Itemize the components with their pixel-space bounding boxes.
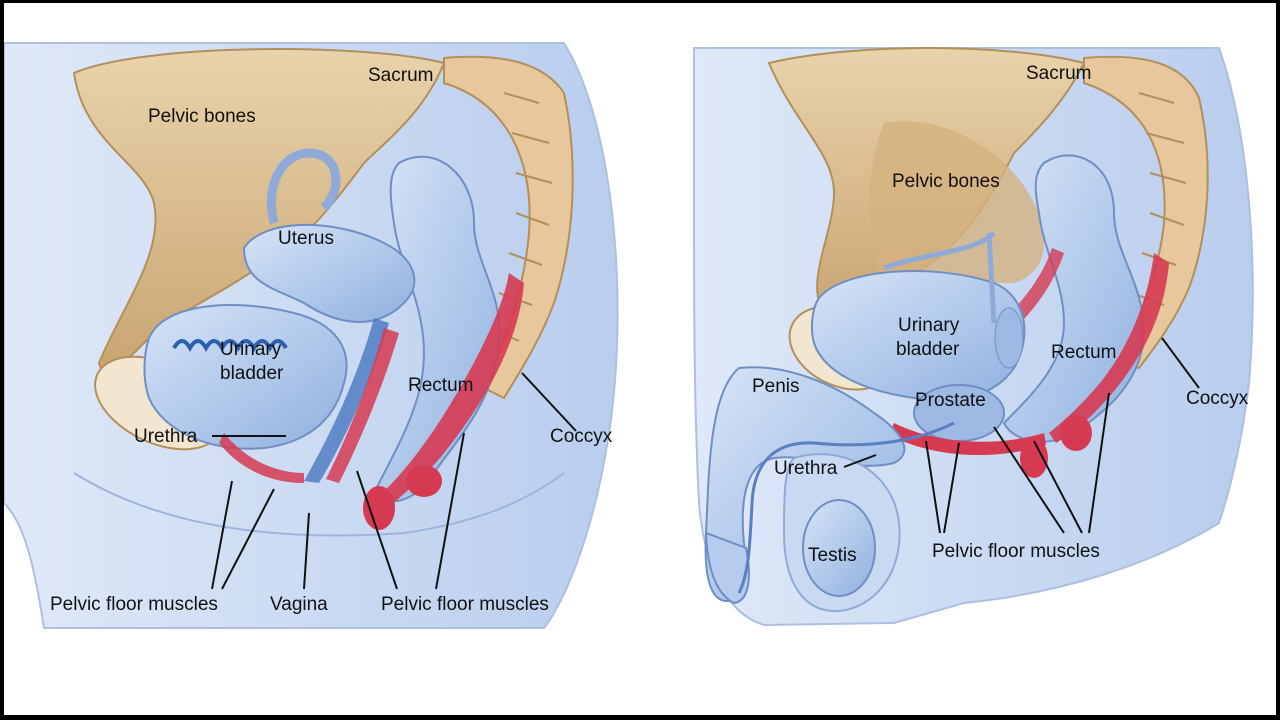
female-urethra-muscle [219, 433, 304, 483]
female-skin-fold [73, 472, 565, 537]
male-muscle-blob-2 [1060, 415, 1092, 451]
female-muscle-strip-front [326, 328, 399, 483]
male-pelvic-bone-lower [869, 121, 1045, 283]
label-female-vagina: Vagina [270, 594, 328, 615]
female-pelvis-illustration [4, 42, 619, 629]
label-female-urethra: Urethra [134, 426, 198, 447]
female-uterus-shape [242, 223, 416, 323]
label-male-rectum: Rectum [1051, 342, 1116, 363]
female-sacrum-shape [443, 55, 574, 400]
male-sacrum-shape [1083, 55, 1209, 370]
label-female-urinary: Urinary [220, 339, 282, 360]
label-male-pelvic-floor-muscles: Pelvic floor muscles [932, 541, 1100, 562]
male-labels: Sacrum Pelvic bones Urinary bladder Rect… [752, 63, 1249, 566]
female-bladder-folds [172, 339, 288, 353]
male-pelvis-illustration [693, 47, 1254, 627]
male-glans-shape [704, 531, 750, 605]
label-male-pelvic-bones: Pelvic bones [892, 171, 1000, 192]
label-female-pelvic-floor-muscles-right: Pelvic floor muscles [381, 594, 549, 615]
male-vas-deferens [883, 231, 997, 324]
label-female-rectum: Rectum [408, 375, 473, 396]
male-bladder-shape [810, 270, 1026, 401]
male-rectum-shape [1002, 154, 1146, 443]
pelvic-anatomy-diagram: Pelvic bones Sacrum Uterus Urinary bladd… [4, 42, 1254, 629]
male-seminal-vesicle [994, 307, 1024, 369]
label-female-pelvic-floor-muscles-left: Pelvic floor muscles [50, 594, 218, 615]
label-female-sacrum: Sacrum [368, 65, 433, 86]
label-male-bladder: bladder [896, 339, 960, 360]
female-muscle-strip-rectum [384, 273, 524, 503]
label-female-bladder: bladder [220, 363, 284, 384]
male-muscle-strip-rectum [1049, 253, 1169, 443]
label-female-pelvic-bones: Pelvic bones [148, 106, 256, 127]
label-female-coccyx: Coccyx [550, 426, 613, 447]
female-vagina-canal [304, 318, 389, 483]
male-testis-shape [802, 499, 876, 597]
male-vertebra-lines [1131, 92, 1187, 306]
label-male-sacrum: Sacrum [1026, 63, 1091, 84]
male-urethra-line [737, 421, 955, 594]
female-pelvic-bone-shape [72, 48, 446, 373]
label-male-prostate: Prostate [915, 390, 986, 411]
female-fallopian-tube [266, 148, 341, 225]
female-muscle-blob-1 [363, 486, 395, 530]
label-female-uterus: Uterus [278, 228, 334, 249]
label-male-urethra: Urethra [774, 458, 838, 479]
label-male-coccyx: Coccyx [1186, 388, 1249, 409]
diagram-canvas: Pelvic bones Sacrum Uterus Urinary bladd… [4, 3, 1276, 715]
male-muscle-blob-1 [1020, 438, 1048, 478]
label-male-urinary: Urinary [898, 315, 960, 336]
female-vertebra-lines [488, 92, 553, 342]
female-labels: Pelvic bones Sacrum Uterus Urinary bladd… [50, 65, 613, 615]
female-muscle-blob-2 [406, 465, 442, 497]
female-leader-lines [211, 372, 577, 590]
male-leader-lines [843, 337, 1200, 534]
label-male-penis: Penis [752, 376, 800, 397]
label-male-testis: Testis [808, 545, 857, 566]
